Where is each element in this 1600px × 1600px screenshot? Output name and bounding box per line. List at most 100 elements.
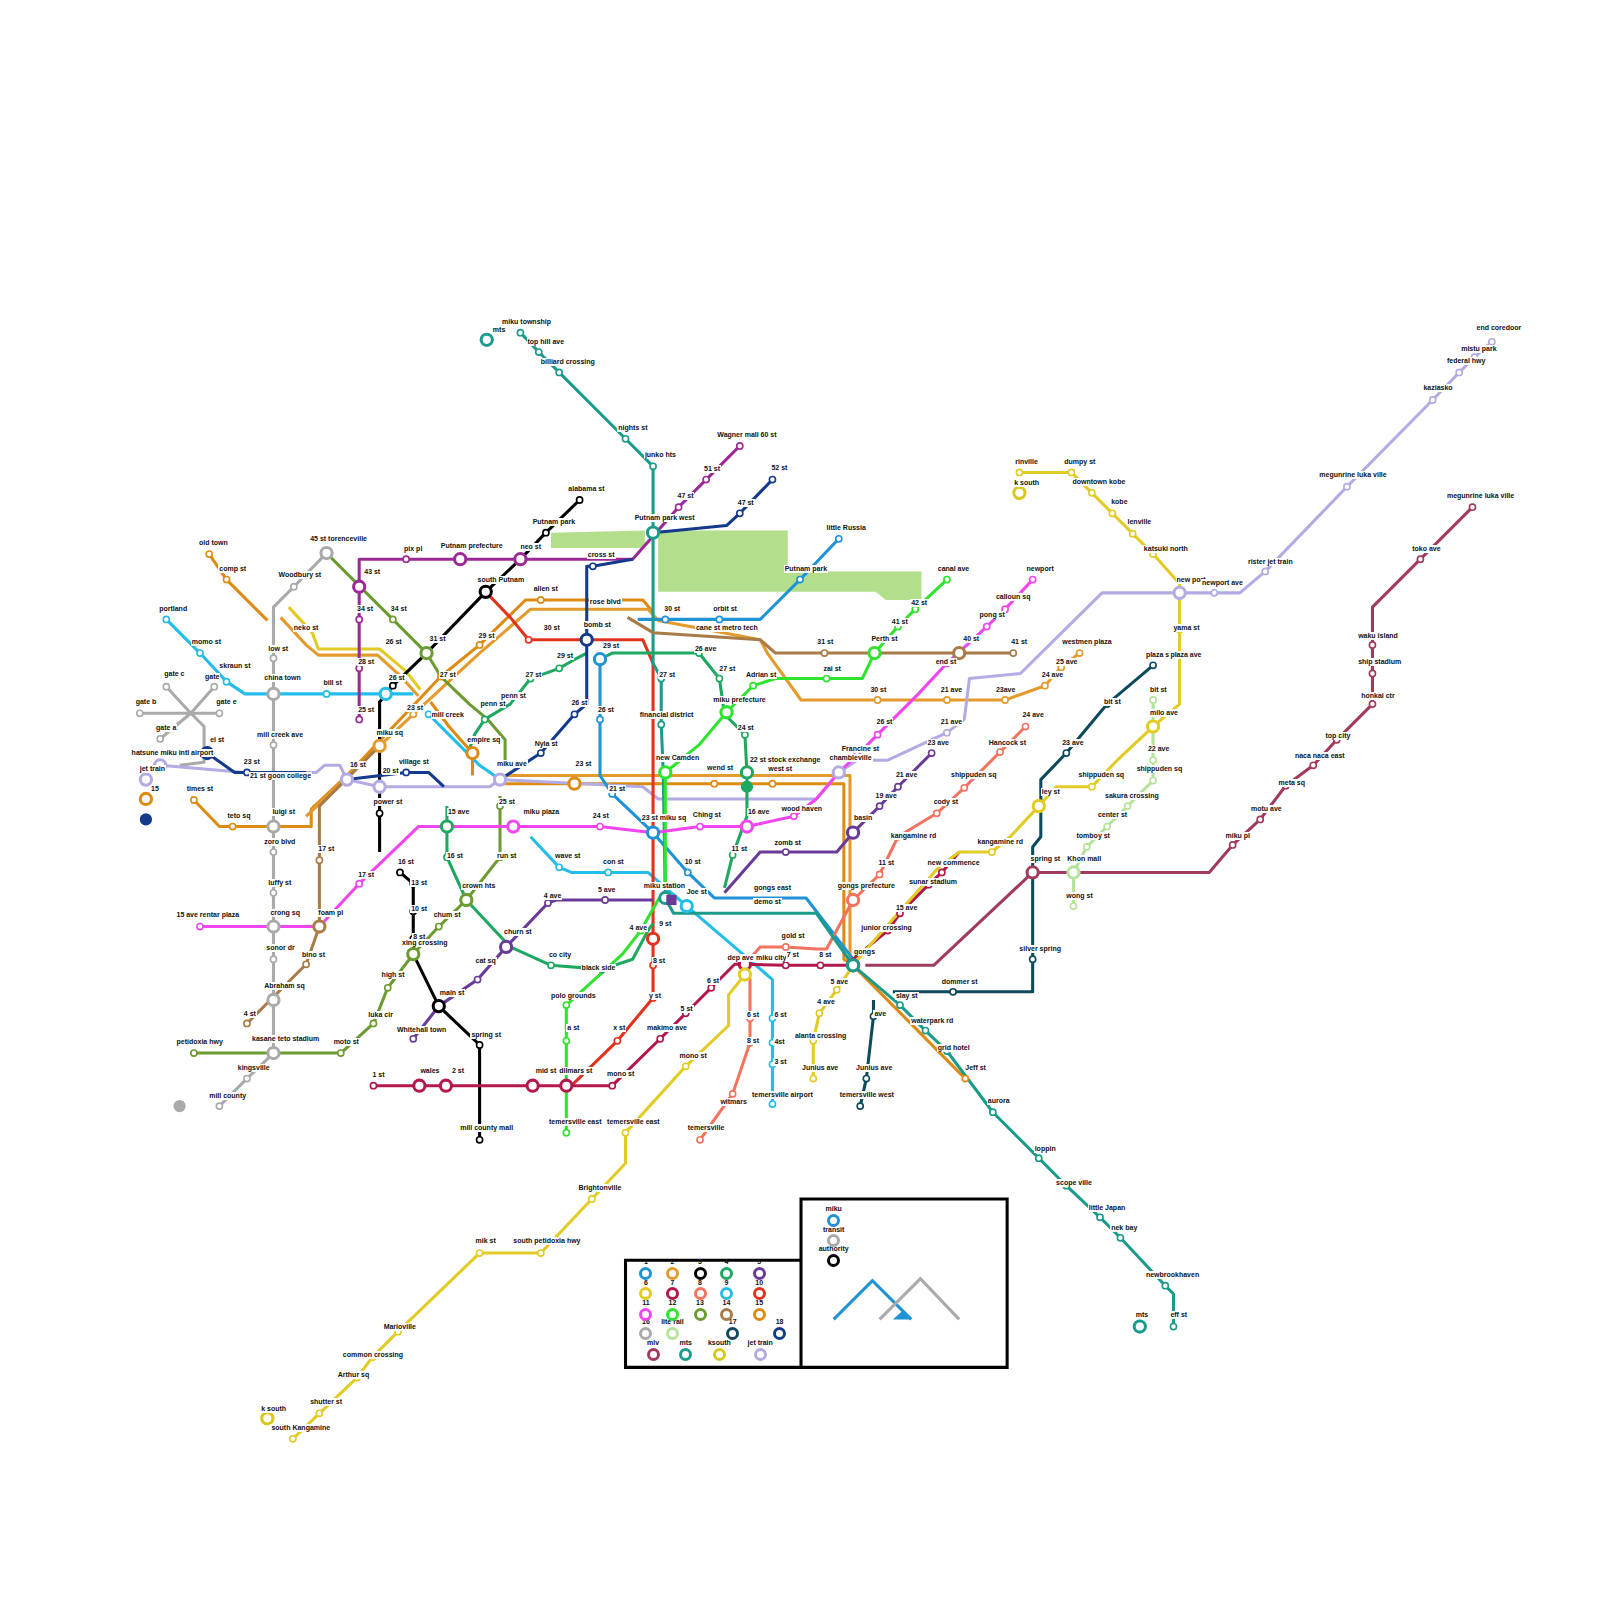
- station-label: temersville east: [548, 1118, 603, 1126]
- station-dot: [526, 637, 532, 643]
- station-label: mistu park: [1460, 345, 1497, 353]
- station-label: westmen plaza: [1061, 638, 1112, 646]
- station-label: miku sq: [376, 729, 404, 737]
- station-dot: [647, 933, 658, 944]
- station-label: a st: [566, 1024, 580, 1032]
- station-dot: [1130, 531, 1136, 537]
- station-dot: [605, 869, 611, 875]
- station-label: 26 st: [570, 699, 588, 707]
- station-label: Khon mall: [1066, 855, 1102, 863]
- station-dot: [474, 977, 480, 983]
- station-label: luka cir: [367, 1011, 394, 1019]
- station-dot: [316, 857, 322, 863]
- rail-line: [700, 900, 853, 1140]
- station-dot: [374, 740, 385, 751]
- station-dot: [658, 721, 664, 727]
- station-label: loppin: [1034, 1145, 1057, 1153]
- station-label: ave: [873, 1010, 887, 1018]
- station-label: zai st: [822, 665, 842, 673]
- station-label: 43 st: [363, 568, 381, 576]
- station-label: Wagner mall 60 st: [716, 431, 777, 439]
- station-label: 21 st: [608, 785, 626, 793]
- station-dot: [477, 1042, 483, 1048]
- station-label: nek bay: [1110, 1224, 1138, 1232]
- station-dot: [833, 767, 844, 778]
- station-label: west st: [767, 765, 793, 773]
- station-dot: [737, 443, 743, 449]
- station-dot: [783, 962, 789, 968]
- station-dot: [556, 864, 562, 870]
- station-label: penn st: [480, 700, 507, 708]
- station-dot: [455, 554, 466, 565]
- station-label: dep ave: [727, 954, 755, 962]
- station-label: 34 st: [356, 605, 374, 613]
- station-dot: [1036, 1155, 1042, 1161]
- station-label: 1 st: [371, 1071, 385, 1079]
- station-dot: [984, 623, 990, 629]
- station-label: 4st: [773, 1038, 785, 1046]
- station-label: high st: [381, 971, 406, 979]
- station-label: black side: [581, 964, 617, 972]
- rail-line: [219, 553, 326, 1106]
- station-label: bit st: [1149, 686, 1168, 694]
- station-dot: [477, 1250, 483, 1256]
- station-label: gate a: [155, 724, 177, 732]
- station-dot: [482, 716, 488, 722]
- station-dot: [374, 781, 385, 792]
- rail-line: [724, 753, 931, 893]
- station-label: newbrookhaven: [1145, 1271, 1200, 1279]
- station-dot: [197, 923, 203, 929]
- station-dot: [954, 647, 965, 658]
- station-label: eff st: [1169, 1311, 1188, 1319]
- station-dot: [354, 581, 365, 592]
- station-label: end st: [935, 658, 958, 666]
- station-label: 10 st: [410, 905, 428, 913]
- station-dot: [791, 813, 797, 819]
- legend-text: 4: [725, 1258, 729, 1266]
- station-dot: [647, 827, 658, 838]
- station-label: bill st: [322, 679, 342, 687]
- station-label: 19 ave: [874, 792, 897, 800]
- mountain-icon: [880, 1279, 960, 1320]
- station-dot: [895, 784, 901, 790]
- station-dot: [1070, 903, 1076, 909]
- legend-text: 18: [776, 1318, 784, 1326]
- station-dot: [1134, 1321, 1145, 1332]
- legend-text: jet train: [748, 1339, 773, 1347]
- station-label: 9 st: [658, 920, 672, 928]
- station-dot: [962, 1076, 968, 1082]
- station-label: south petidoxia hwy: [512, 1237, 581, 1245]
- station-label: basin: [853, 814, 873, 822]
- station-label: old town: [198, 539, 229, 547]
- station-label: Perth st: [870, 635, 898, 643]
- station-dot: [270, 956, 276, 962]
- station-dot: [929, 750, 935, 756]
- station-dot: [1014, 487, 1025, 498]
- legend-swatch: [827, 1214, 840, 1227]
- rail-line: [281, 617, 419, 696]
- station-label: Woodbury st: [278, 571, 323, 579]
- station-dot: [912, 606, 918, 612]
- legend-text: 1: [644, 1258, 648, 1266]
- station-label: junko hts: [644, 451, 677, 459]
- station-dot: [538, 1250, 544, 1256]
- station-dot: [262, 1413, 273, 1424]
- station-dot: [244, 1020, 250, 1026]
- station-label: 4 ave: [629, 924, 649, 932]
- station-dot: [1310, 762, 1316, 768]
- legend-text: 2: [670, 1258, 674, 1266]
- station-label: hatsune miku intl airport: [131, 749, 215, 757]
- legend-swatch: [720, 1287, 733, 1300]
- station-dot: [1430, 397, 1436, 403]
- station-label: 30 st: [543, 624, 561, 632]
- station-dot: [197, 650, 203, 656]
- station-label: 25 ave: [1055, 658, 1078, 666]
- station-label: teto sq: [227, 812, 252, 820]
- station-label: mill creek ave: [256, 731, 304, 739]
- legend-text: 14: [723, 1299, 731, 1307]
- station-dot: [594, 654, 605, 665]
- station-label: honkai ctr: [1360, 692, 1395, 700]
- station-dot: [563, 1002, 569, 1008]
- station-dot: [741, 767, 752, 778]
- station-label: 4 st: [243, 1010, 257, 1018]
